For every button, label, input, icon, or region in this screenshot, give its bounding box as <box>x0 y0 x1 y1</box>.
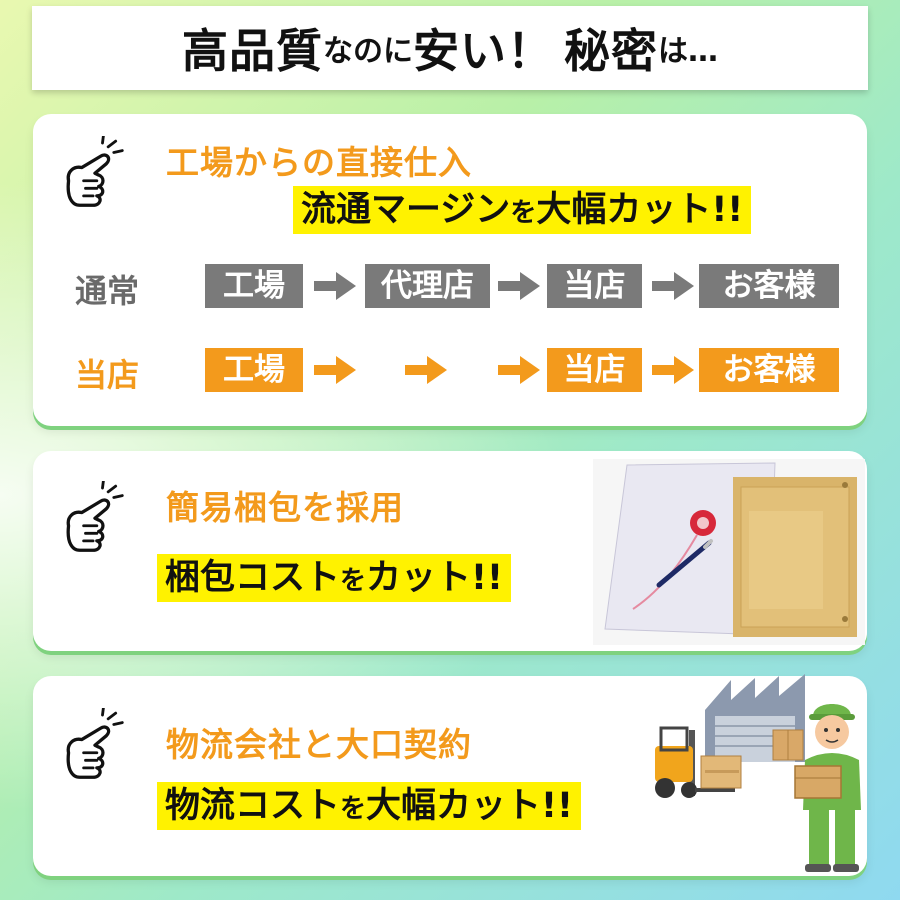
right-arrow-icon <box>314 272 356 300</box>
section-logistics-contract: 物流会社と大口契約 物流コストを大幅カット!! <box>33 674 867 876</box>
flow-step: 工場 <box>205 264 303 308</box>
right-arrow-icon <box>498 356 540 384</box>
logistics-worker-illustration <box>655 674 861 872</box>
page-title: 高品質 なのに 安い！ 秘密 は… <box>32 6 868 90</box>
title-part-nanoni: なのに <box>323 34 413 69</box>
section-highlight: 物流コストを大幅カット!! <box>157 782 581 830</box>
pointing-hand-icon <box>66 481 124 552</box>
flow-normal-label: 通常 <box>75 272 140 310</box>
highlight-text-cut: 大幅カット!! <box>536 190 744 230</box>
highlight-text-particle: を <box>340 794 367 824</box>
section-heading: 物流会社と大口契約 <box>166 725 472 764</box>
pointing-hand-icon <box>66 708 124 779</box>
section-highlight: 梱包コストをカット!! <box>157 554 511 602</box>
pointing-hand-icon <box>66 136 124 207</box>
section-heading: 簡易梱包を採用 <box>166 488 404 527</box>
flow-step: お客様 <box>699 264 839 308</box>
flow-ours: 工場 当店 お客様 <box>205 348 845 392</box>
simple-packaging-photo <box>593 459 865 645</box>
highlight-text-main: 流通マージン <box>301 190 511 230</box>
title-part-wa: は… <box>658 34 718 69</box>
flow-step: 当店 <box>547 348 642 392</box>
section-heading: 工場からの直接仕入 <box>166 143 472 182</box>
section-highlight: 流通マージンを大幅カット!! <box>293 186 752 234</box>
highlight-text-cut: 大幅カット!! <box>366 786 573 826</box>
section-simple-packaging: 簡易梱包を採用 梱包コストをカット!! <box>33 451 867 651</box>
highlight-text-main: 梱包コスト <box>165 558 341 598</box>
highlight-text-particle: を <box>510 198 537 228</box>
title-part-secret: 秘密 <box>564 24 658 78</box>
flow-ours-label: 当店 <box>75 356 140 394</box>
right-arrow-icon <box>405 356 447 384</box>
highlight-text-cut: カット!! <box>366 558 503 598</box>
highlight-text-particle: を <box>340 566 367 596</box>
flow-step: 代理店 <box>365 264 490 308</box>
right-arrow-icon <box>314 356 356 384</box>
right-arrow-icon <box>652 272 694 300</box>
section-direct-purchase: 工場からの直接仕入 流通マージンを大幅カット!! 通常 工場 代理店 当店 お客… <box>33 114 867 426</box>
right-arrow-icon <box>652 356 694 384</box>
right-arrow-icon <box>498 272 540 300</box>
flow-normal: 工場 代理店 当店 お客様 <box>205 264 845 308</box>
flow-step: お客様 <box>699 348 839 392</box>
title-part-quality: 高品質 <box>182 24 323 78</box>
highlight-text-main: 物流コスト <box>165 786 341 826</box>
flow-step: 工場 <box>205 348 303 392</box>
title-part-cheap: 安い！ <box>413 24 554 78</box>
flow-step: 当店 <box>547 264 642 308</box>
